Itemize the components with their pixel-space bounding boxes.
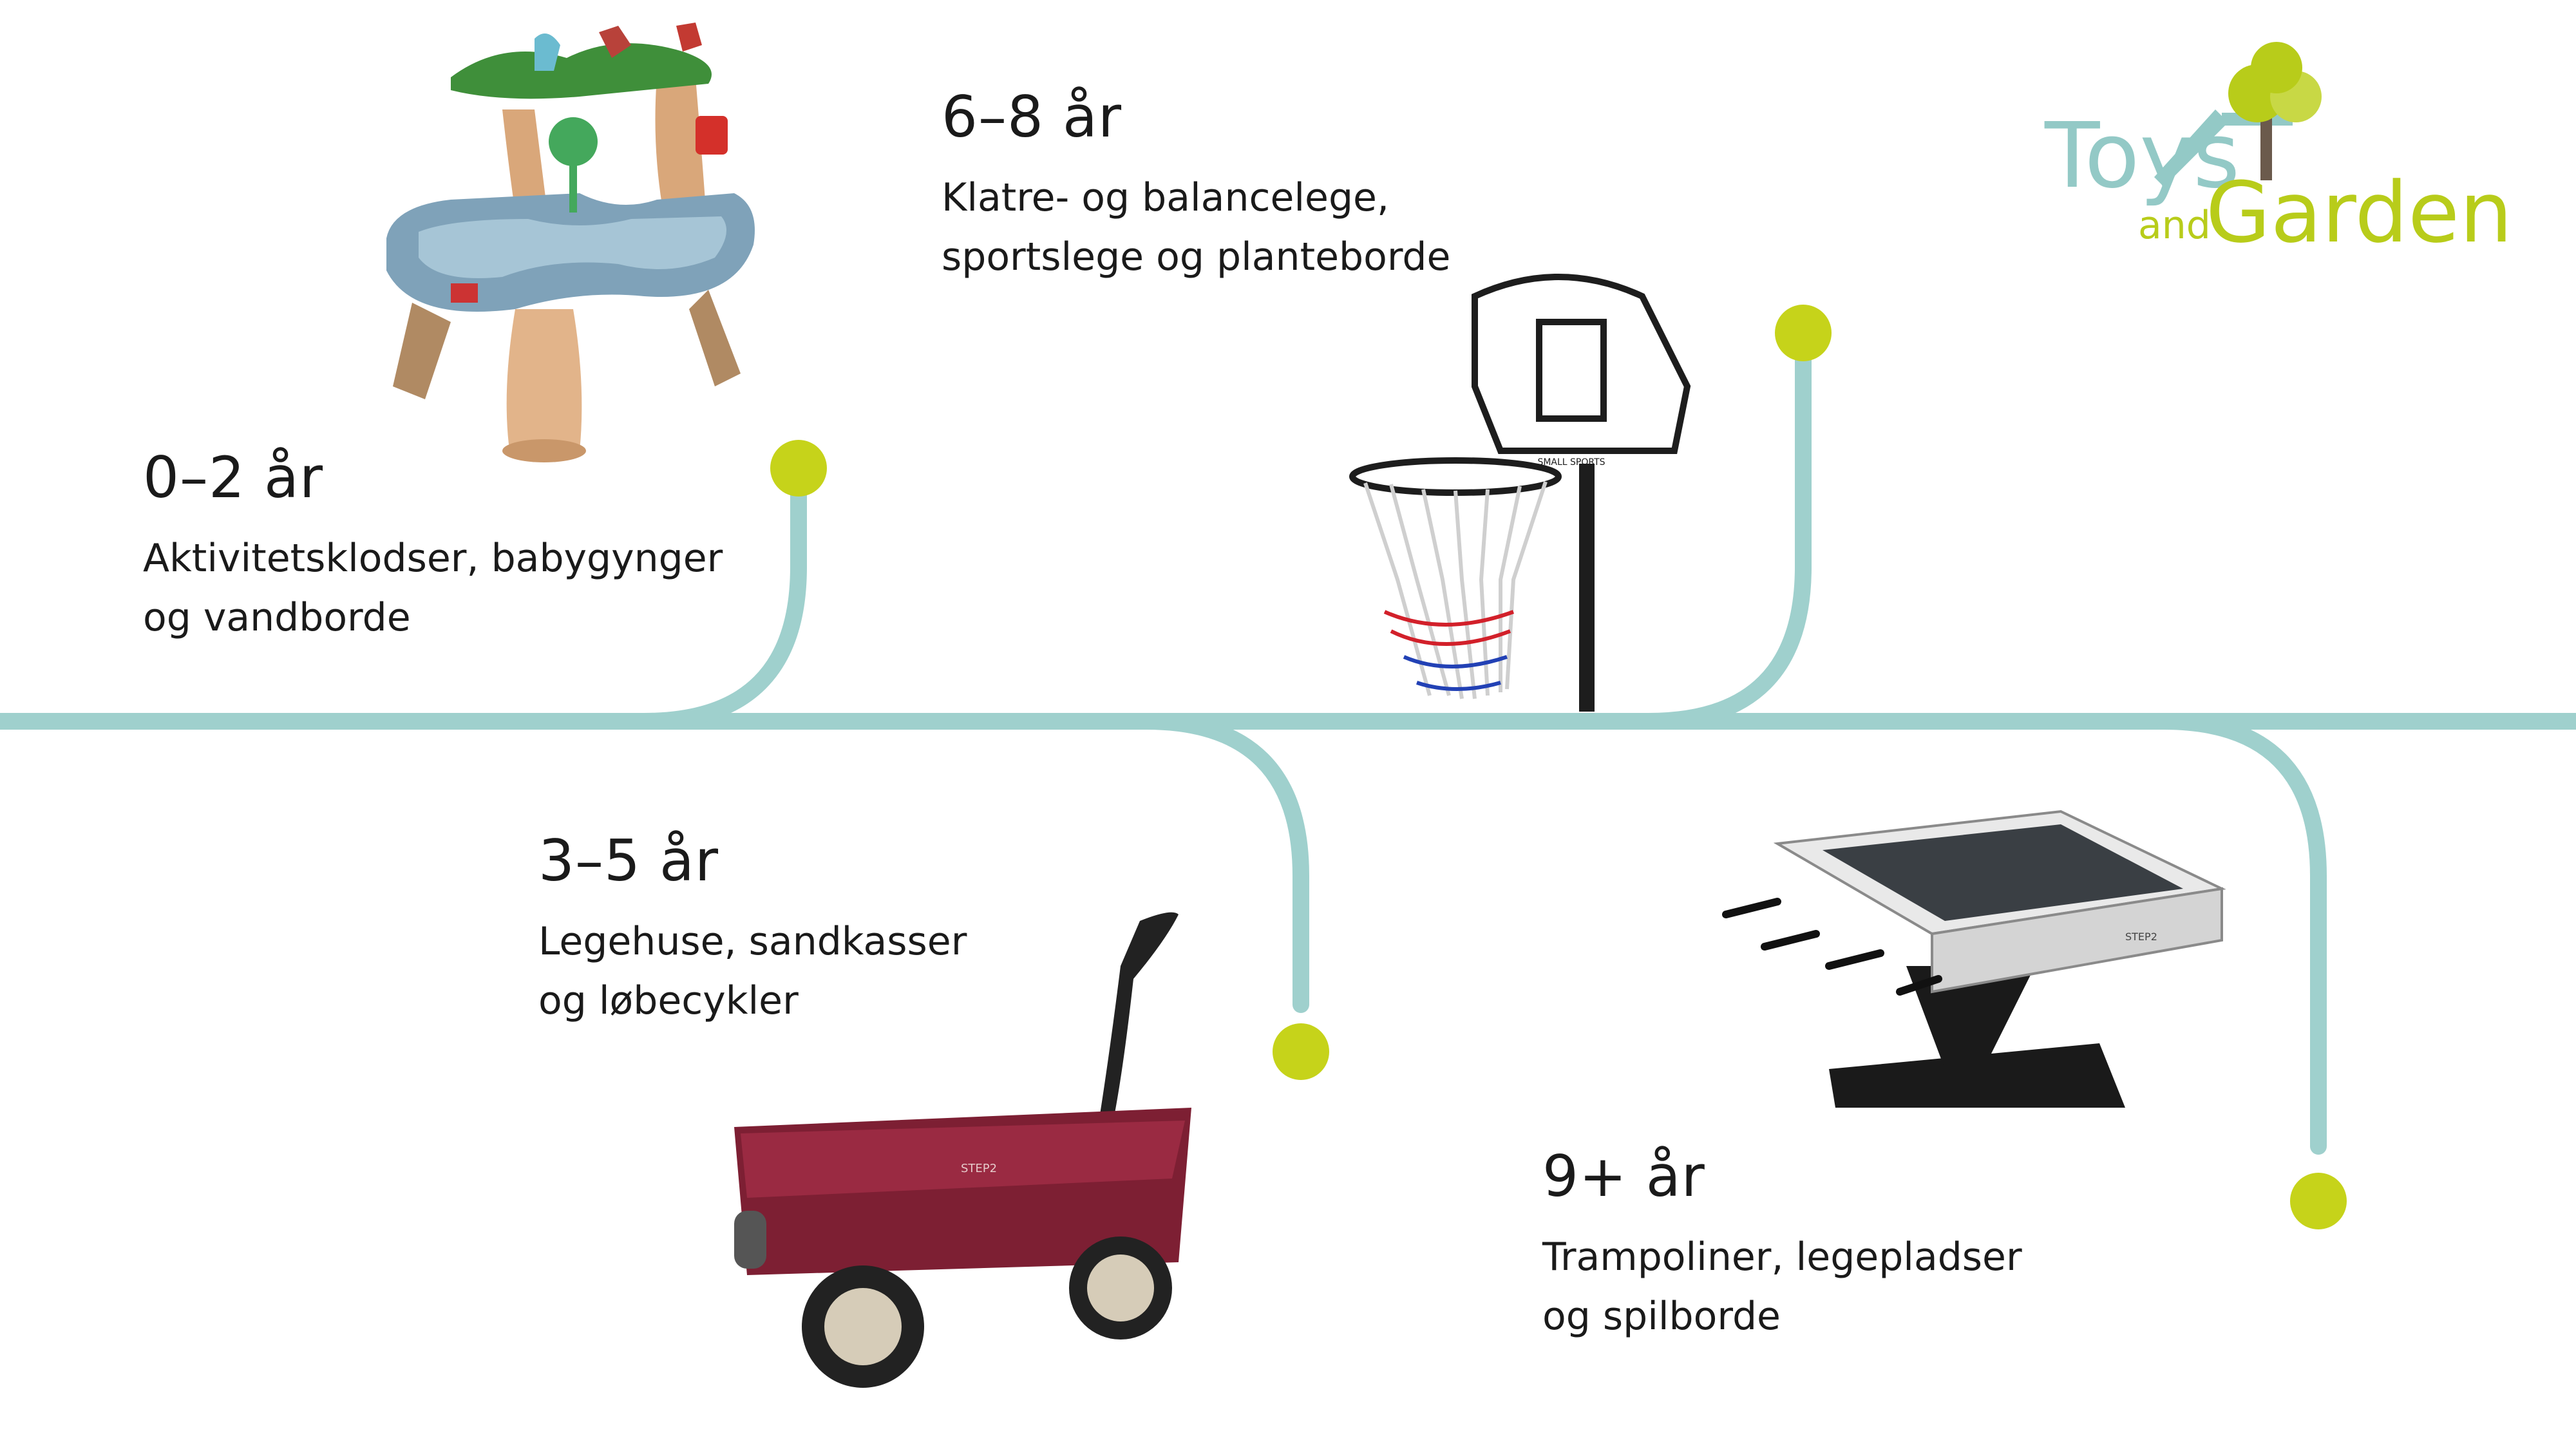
stage-description-line2: og løbecykler — [538, 978, 799, 1023]
stage-age-label: 3–5 år — [538, 828, 719, 894]
stage-0-2: 0–2 år Aktivitetsklodser, babygynger og … — [143, 444, 723, 647]
brand-name-toys: Toys — [2044, 104, 2240, 209]
brand-logo: Toys and Garden — [2044, 42, 2512, 261]
timeline-dots — [770, 305, 2347, 1229]
dot-3-5 — [1273, 1023, 1329, 1080]
stage-description-line2: sportslege og planteborde — [942, 234, 1451, 279]
stage-description-line1: Legehuse, sandkasser — [538, 919, 967, 964]
brand-name-and: and — [2138, 203, 2211, 248]
stage-description-line1: Aktivitetsklodser, babygynger — [143, 536, 723, 581]
brand-name-garden: Garden — [2206, 164, 2512, 261]
dot-0-2 — [770, 440, 827, 497]
branch-0-2 — [636, 481, 807, 730]
stage-description-line1: Klatre- og balancelege, — [942, 175, 1390, 220]
timeline-lines — [0, 352, 2576, 1155]
stage-age-label: 0–2 år — [143, 444, 324, 511]
dot-6-8 — [1775, 305, 1832, 361]
tree-trunk-icon — [2260, 116, 2272, 180]
table-label: STEP2 — [2125, 931, 2157, 943]
stage-9plus: 9+ år Trampoliner, legepladser og spilbo… — [1542, 1143, 2022, 1346]
stage-description-line1: Trampoliner, legepladser — [1542, 1235, 2022, 1280]
wagon-label: STEP2 — [961, 1162, 997, 1175]
stage-age-label: 9+ år — [1542, 1143, 1705, 1209]
stage-description-line2: og spilborde — [1542, 1294, 1781, 1339]
branch-9plus — [2155, 713, 2327, 1155]
foosball-table-icon: STEP2 — [1722, 810, 2226, 1108]
stage-description-line2: og vandborde — [143, 595, 411, 640]
stage-3-5: 3–5 år Legehuse, sandkasser og løbecykle… — [538, 828, 967, 1030]
hoop-label: SMALL SPORTS — [1537, 457, 1605, 468]
stage-age-label: 6–8 år — [942, 84, 1122, 150]
branch-6-8 — [1640, 352, 1812, 730]
wagon-icon: STEP2 — [734, 912, 1191, 1388]
water-table-icon — [386, 23, 755, 462]
dot-9plus — [2290, 1173, 2347, 1229]
branch-3-5 — [1138, 713, 1309, 1013]
basketball-hoop-icon: SMALL SPORTS — [1349, 274, 1691, 712]
stage-6-8: 6–8 år Klatre- og balancelege, sportsleg… — [942, 84, 1450, 287]
